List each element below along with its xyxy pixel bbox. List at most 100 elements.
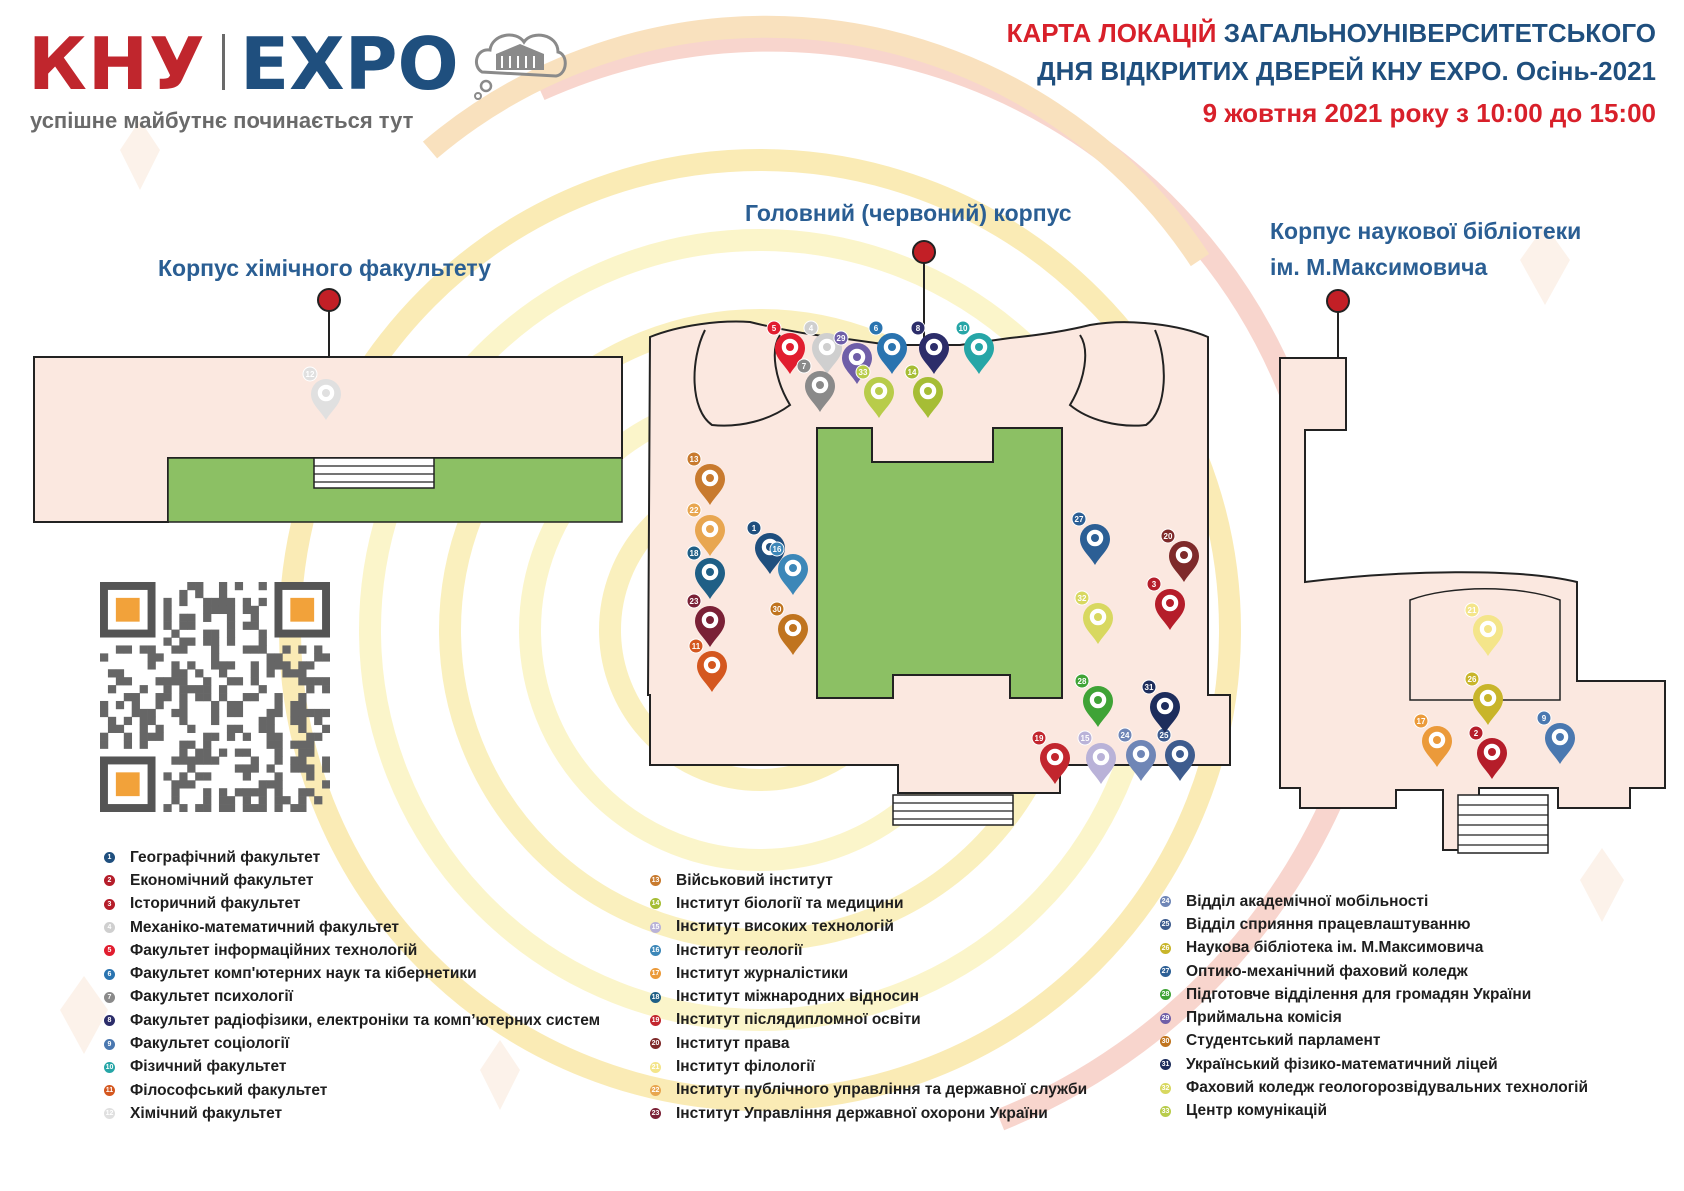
pin-number-badge xyxy=(904,364,920,380)
legend-number-badge: 29 xyxy=(1160,1012,1171,1024)
chemistry-location-marker xyxy=(317,288,341,312)
map-pin-32[interactable]: 32 xyxy=(1074,590,1113,644)
legend-label: Фаховий коледж геологорозвідувальних тех… xyxy=(1186,1079,1588,1097)
map-pin-28[interactable]: 28 xyxy=(1074,673,1113,727)
map-pin-15[interactable]: 15 xyxy=(1077,730,1116,784)
title-line-1: КАРТА ЛОКАЦІЙ ЗАГАЛЬНОУНІВЕРСИТЕТСЬКОГО xyxy=(1007,18,1656,49)
pin-number-badge xyxy=(686,593,702,609)
map-pin-11[interactable]: 11 xyxy=(688,638,727,692)
map-pin-3[interactable]: 3 xyxy=(1146,576,1185,630)
legend-label: Інститут післядипломної освіти xyxy=(676,1011,921,1029)
pin-number-badge xyxy=(688,638,704,654)
qr-code-icon[interactable] xyxy=(100,582,330,812)
map-pin-23[interactable]: 23 xyxy=(686,593,725,647)
map-pin-22[interactable]: 22 xyxy=(686,502,725,556)
pin-number-label: 20 xyxy=(1164,532,1173,541)
pin-number-badge xyxy=(769,601,785,617)
pin-number-badge xyxy=(1160,528,1176,544)
map-pin-25[interactable]: 25 xyxy=(1156,727,1195,781)
pin-number-badge xyxy=(1536,710,1552,726)
map-pin-7[interactable]: 7 xyxy=(796,358,835,412)
pin-number-badge xyxy=(796,358,812,374)
pin-number-badge xyxy=(1146,576,1162,592)
map-pin-18[interactable]: 18 xyxy=(686,545,725,599)
map-pin-8[interactable]: 8 xyxy=(910,320,949,374)
pin-number-label: 10 xyxy=(959,324,968,333)
title-highlight: КАРТА ЛОКАЦІЙ xyxy=(1006,18,1217,48)
pin-number-badge xyxy=(803,320,819,336)
map-pin-19[interactable]: 19 xyxy=(1031,730,1070,784)
legend-number-badge: 8 xyxy=(104,1015,115,1027)
legend-label: Інститут публічного управління та держав… xyxy=(676,1081,1088,1099)
legend-label: Факультет психології xyxy=(130,988,293,1006)
legend-number-badge: 21 xyxy=(650,1061,661,1073)
map-pin-21[interactable]: 21 xyxy=(1464,602,1503,656)
legend-number-badge: 28 xyxy=(1160,989,1171,1001)
pin-number-label: 3 xyxy=(1152,580,1157,589)
pin-number-badge xyxy=(1077,730,1093,746)
map-pin-4[interactable]: 4 xyxy=(803,320,842,374)
map-pin-33[interactable]: 33 xyxy=(855,364,894,418)
pin-number-label: 31 xyxy=(1145,683,1154,692)
pin-number-badge xyxy=(1413,713,1429,729)
legend-label: Відділ академічної мобільності xyxy=(1186,892,1429,910)
pin-number-label: 24 xyxy=(1121,731,1130,740)
legend-number-badge: 22 xyxy=(650,1084,661,1096)
pin-number-badge xyxy=(868,320,884,336)
map-pin-10[interactable]: 10 xyxy=(955,320,994,374)
map-pin-31[interactable]: 31 xyxy=(1141,679,1180,733)
title-rest: ЗАГАЛЬНОУНІВЕРСИТЕТСЬКОГО xyxy=(1223,18,1656,48)
legend-number-badge: 4 xyxy=(104,922,115,934)
map-pin-12[interactable]: 12 xyxy=(302,366,341,420)
pin-number-label: 7 xyxy=(802,362,807,371)
map-pin-17[interactable]: 17 xyxy=(1413,713,1452,767)
pin-number-label: 21 xyxy=(1468,606,1477,615)
map-pin-27[interactable]: 27 xyxy=(1071,511,1110,565)
legend-label: Інститут Управління державної охорони Ук… xyxy=(676,1104,1048,1122)
legend-label: Студентський парламент xyxy=(1186,1032,1381,1050)
chemistry-building xyxy=(33,288,623,523)
map-pin-30[interactable]: 30 xyxy=(769,601,808,655)
pin-number-label: 12 xyxy=(306,370,315,379)
legend-number-badge: 6 xyxy=(104,968,115,980)
map-pin-13[interactable]: 13 xyxy=(686,451,725,505)
pin-number-label: 5 xyxy=(772,324,777,333)
legend-label: Інститут права xyxy=(676,1034,790,1052)
map-pin-16[interactable]: 16 xyxy=(769,541,808,595)
pin-number-badge xyxy=(1031,730,1047,746)
map-pin-9[interactable]: 9 xyxy=(1536,710,1575,764)
logo-divider xyxy=(222,34,225,90)
map-pin-2[interactable]: 2 xyxy=(1468,725,1507,779)
map-pin-14[interactable]: 14 xyxy=(904,364,943,418)
map-pin-6[interactable]: 6 xyxy=(868,320,907,374)
legend-label: Факультет комп'ютерних наук та кібернети… xyxy=(130,965,477,983)
legend-label: Хімічний факультет xyxy=(130,1104,283,1122)
map-pin-20[interactable]: 20 xyxy=(1160,528,1199,582)
legend-label: Підготовче відділення для громадян Украї… xyxy=(1186,985,1532,1003)
pin-number-label: 8 xyxy=(916,324,921,333)
pin-number-label: 33 xyxy=(859,368,868,377)
building-title-chemistry: Корпус хімічного факультету xyxy=(158,255,492,281)
legend-number-badge: 27 xyxy=(1160,966,1171,978)
map-pin-26[interactable]: 26 xyxy=(1464,671,1503,725)
map-pin-24[interactable]: 24 xyxy=(1117,727,1156,781)
legend-label: Географічний факультет xyxy=(130,848,321,866)
pin-number-label: 22 xyxy=(690,506,699,515)
legend-number-badge: 33 xyxy=(1160,1105,1171,1117)
pin-number-badge xyxy=(1074,673,1090,689)
legend-number-badge: 2 xyxy=(104,875,115,887)
pin-number-badge xyxy=(769,541,785,557)
